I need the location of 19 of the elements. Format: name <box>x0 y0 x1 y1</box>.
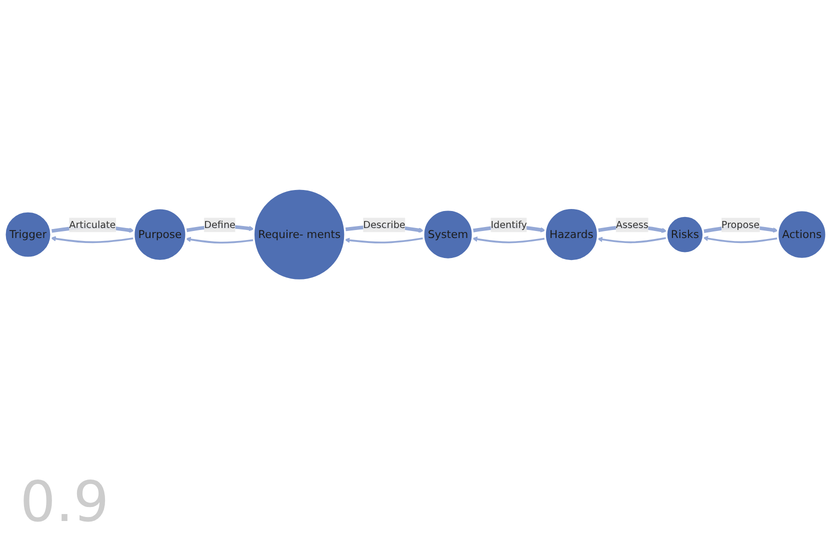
edge-label: Define <box>204 219 236 231</box>
node-circle: Actions <box>776 210 828 260</box>
edge-label: Articulate <box>69 219 116 231</box>
node-circle: Hazards <box>544 208 599 262</box>
arrow <box>597 237 667 244</box>
arrow <box>186 237 254 244</box>
edge-label: Describe <box>363 219 406 231</box>
edge-label: Assess <box>616 219 648 231</box>
arrow <box>344 238 424 244</box>
edge-label: Identify <box>490 219 527 231</box>
arrow <box>50 236 134 244</box>
arrow <box>702 236 778 244</box>
node-circle: Trigger <box>4 210 52 260</box>
node-circle: Require- ments <box>252 188 346 282</box>
arrow <box>472 236 546 244</box>
node-circle: Risks <box>666 216 704 254</box>
node-circle: Purpose <box>132 208 188 262</box>
node-circle: System <box>422 209 474 261</box>
edge-label: Propose <box>721 219 760 231</box>
